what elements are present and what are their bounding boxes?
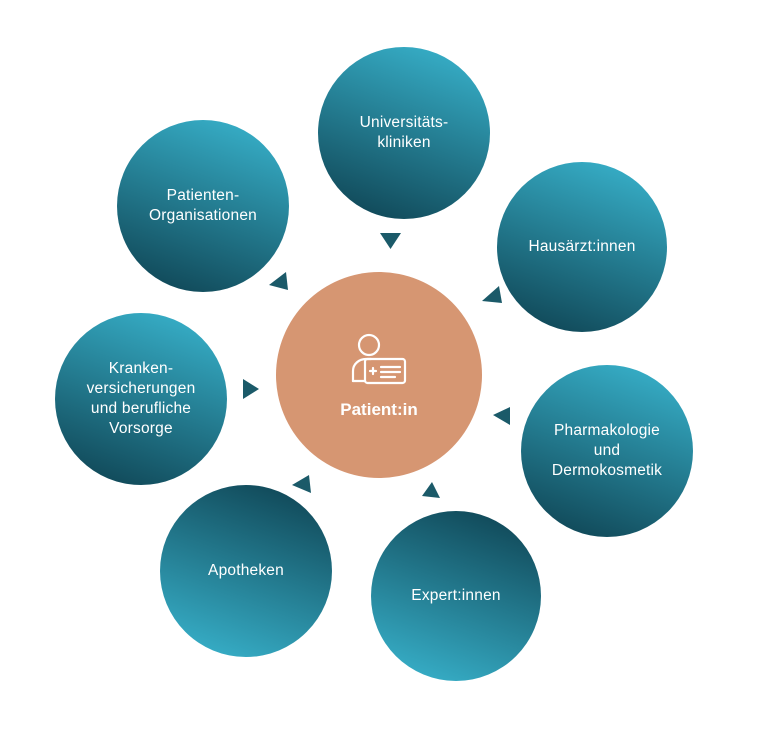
node-label: Kranken- versicherungen und berufliche V… <box>86 360 196 437</box>
node-label: Expert:innen <box>411 587 501 604</box>
node-patienten-organisationen: Patienten- Organisationen <box>117 120 289 292</box>
arrow-patienten-organisationen <box>269 272 288 290</box>
node-label: Universitäts- kliniken <box>359 114 449 151</box>
node-pharmakologie: Pharmakologie und Dermokosmetik <box>521 365 693 537</box>
node-krankenversicherungen: Kranken- versicherungen und berufliche V… <box>55 313 227 485</box>
node-label: Hausärzt:innen <box>528 238 636 255</box>
center-node: Patient:in <box>276 272 482 478</box>
node-hausaerzt-innen: Hausärzt:innen <box>497 162 667 332</box>
node-apotheken: Apotheken <box>160 485 332 657</box>
arrow-apotheken <box>292 475 311 493</box>
arrow-krankenversicherungen <box>243 379 259 399</box>
patient-card-icon <box>349 331 409 394</box>
arrow-hausaerzt-innen <box>482 286 502 303</box>
arrow-expert-innen <box>422 482 440 498</box>
arrow-universitaetskliniken <box>380 233 401 249</box>
node-universitaetskliniken: Universitäts- kliniken <box>318 47 490 219</box>
arrow-pharmakologie <box>493 407 510 425</box>
center-label: Patient:in <box>340 399 418 419</box>
node-expert-innen: Expert:innen <box>371 511 541 681</box>
node-label: Patienten- Organisationen <box>149 187 257 224</box>
node-label: Apotheken <box>208 562 284 579</box>
node-label: Pharmakologie und Dermokosmetik <box>551 422 663 479</box>
